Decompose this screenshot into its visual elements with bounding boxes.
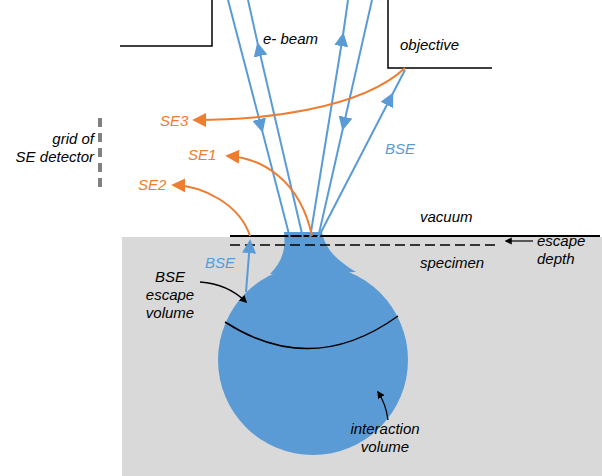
part-label: objective <box>400 36 459 54</box>
specimen-ground <box>122 237 602 476</box>
leader-line <box>378 392 388 420</box>
signal-label: BSE <box>385 140 415 158</box>
signal-label: SE1 <box>188 146 216 164</box>
beam-label: e- beam <box>263 30 318 48</box>
region-label: specimen <box>420 254 484 272</box>
region-label: escape depth <box>537 232 585 268</box>
escape-depth-arrow <box>506 240 533 241</box>
signal-label: SE2 <box>138 176 166 194</box>
detector-grid <box>98 118 102 192</box>
signal-label: BSE <box>205 254 235 272</box>
leader-line <box>200 282 246 302</box>
objective-left <box>120 0 212 46</box>
objective-right <box>388 0 492 68</box>
electron-beam <box>228 0 405 292</box>
region-label: BSE escape volume <box>135 268 205 322</box>
region-label: vacuum <box>420 208 473 226</box>
secondary-electrons <box>174 68 405 236</box>
region-label: interaction volume <box>340 420 430 456</box>
part-label: grid of SE detector <box>2 130 94 166</box>
escape-depth-line <box>230 244 500 246</box>
signal-label: SE3 <box>160 112 188 130</box>
